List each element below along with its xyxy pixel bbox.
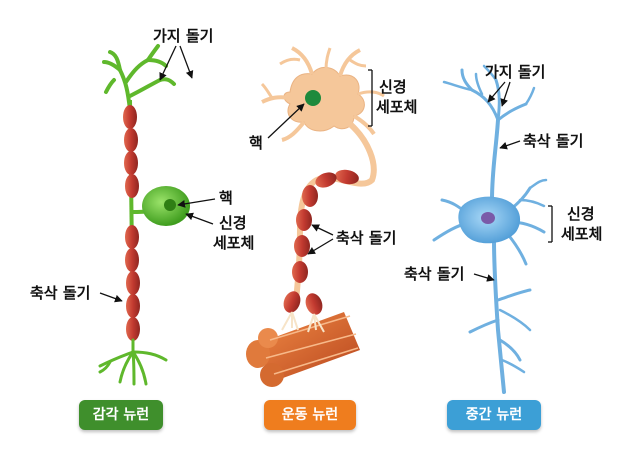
motor-cell-body-label-1: 신경 (379, 78, 407, 96)
sensory-axon-terminals (98, 338, 168, 386)
motor-cell-body (260, 46, 385, 142)
motor-cell-body-label-2: 세포체 (376, 98, 417, 116)
inter-neuron-button: 중간 뉴런 (447, 400, 541, 430)
sensory-neuron (98, 44, 190, 386)
sensory-axon-label: 축삭 돌기 (30, 284, 90, 302)
sensory-nucleus-label: 핵 (219, 189, 233, 207)
sensory-cell-body-label-2: 세포체 (213, 234, 254, 252)
inter-cell-body-label-2: 세포체 (561, 225, 602, 243)
sensory-nucleus (164, 199, 176, 211)
inter-axon-label-top: 축삭 돌기 (523, 132, 583, 150)
sensory-dendrites (102, 44, 176, 112)
sensory-neuron-button: 감각 뉴런 (79, 400, 163, 430)
inter-axon-label-bottom: 축삭 돌기 (404, 265, 464, 283)
sensory-cell-body-label-1: 신경 (219, 214, 247, 232)
sensory-dendrite-label: 가지 돌기 (153, 27, 213, 45)
inter-cell-body-label-1: 신경 (567, 205, 595, 223)
motor-neuron-button: 운동 뉴런 (264, 400, 356, 430)
motor-nucleus (305, 90, 321, 106)
inter-dendrite-label: 가지 돌기 (485, 63, 545, 81)
inter-nucleus (481, 212, 495, 224)
motor-nucleus-label: 핵 (249, 134, 263, 152)
motor-axon-label: 축삭 돌기 (336, 229, 396, 247)
sensory-myelin-sheath (123, 105, 140, 341)
muscle-fibers (246, 311, 360, 387)
motor-myelin-sheath (283, 169, 359, 315)
motor-neuron (246, 46, 385, 387)
